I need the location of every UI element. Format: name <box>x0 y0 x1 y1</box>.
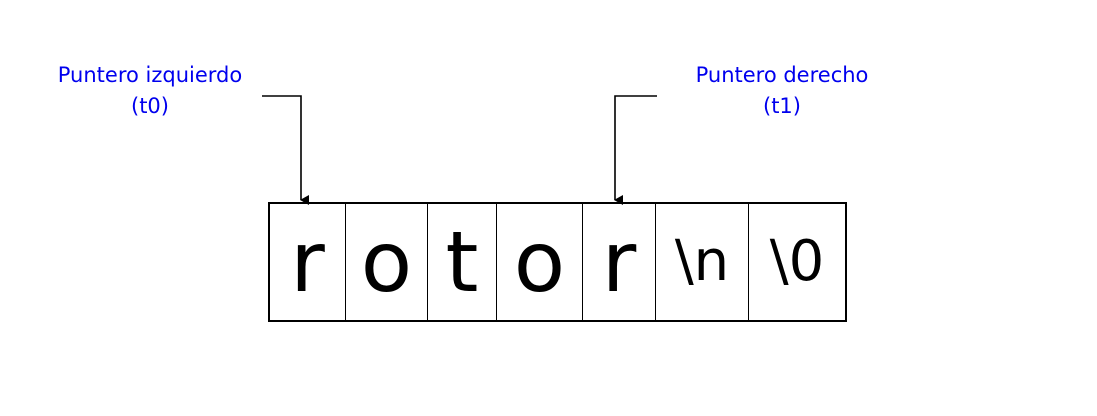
right-pointer-register: (t1) <box>763 94 801 118</box>
array-cell-2: t <box>428 204 497 320</box>
right-pointer-arrow <box>614 95 657 205</box>
string-array: r o t o r \n \0 <box>268 202 847 322</box>
right-pointer-label: Puntero derecho (t1) <box>662 60 902 122</box>
left-pointer-register: (t0) <box>131 94 169 118</box>
left-pointer-label: Puntero izquierdo (t0) <box>30 60 270 122</box>
left-pointer-title: Puntero izquierdo <box>57 63 243 87</box>
right-pointer-title: Puntero derecho <box>695 63 869 87</box>
array-cell-0: r <box>270 204 346 320</box>
array-cell-1: o <box>346 204 428 320</box>
array-cell-6: \0 <box>769 229 825 294</box>
array-cell-3: o <box>497 204 583 320</box>
array-cell-5: \n <box>656 204 749 320</box>
array-cell-4: r <box>583 204 656 320</box>
